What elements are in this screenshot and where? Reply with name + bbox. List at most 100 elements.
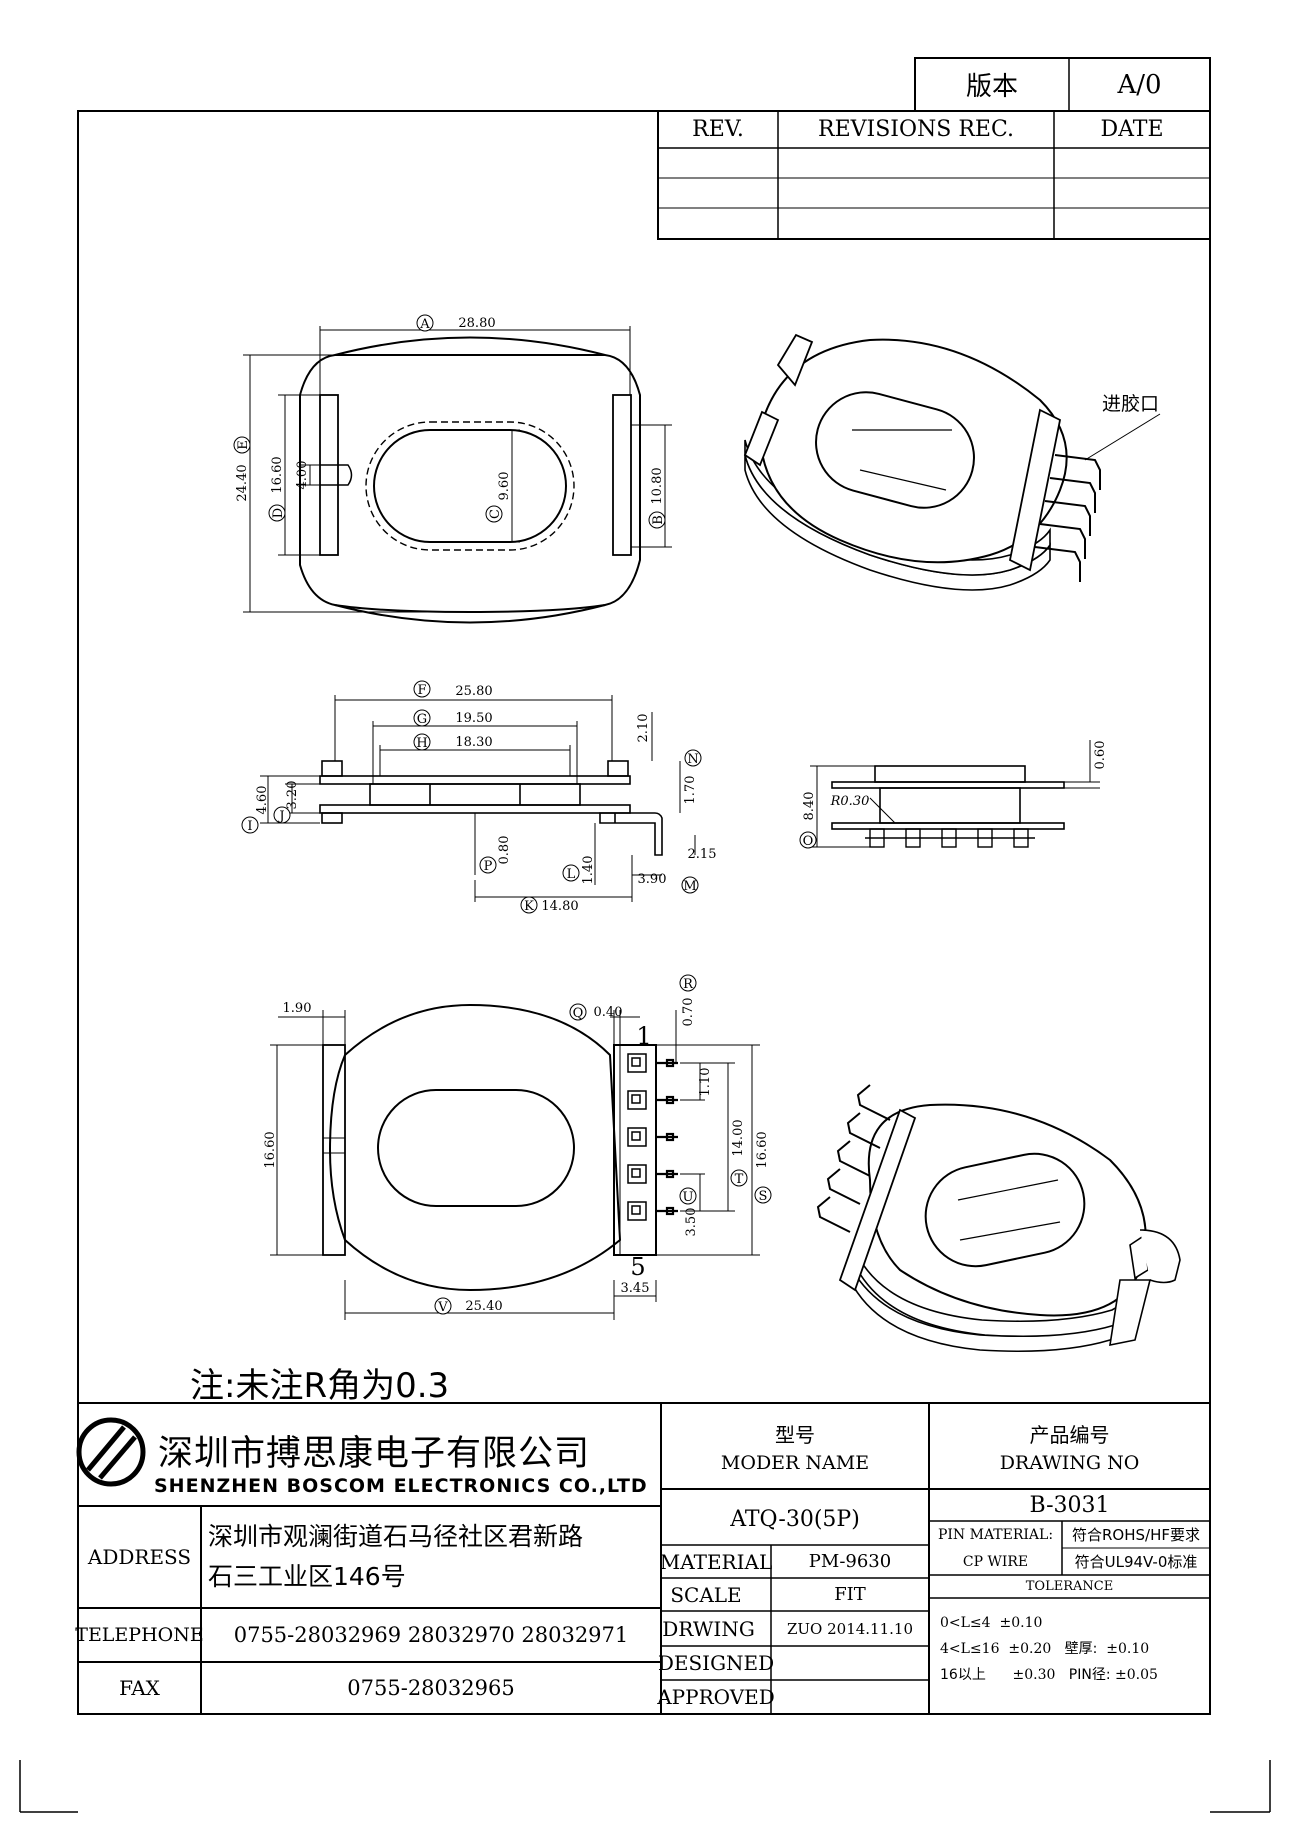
dim-u-value: 3.50 — [684, 1208, 699, 1237]
approved-label: APPROVED — [657, 1685, 775, 1709]
address-line-2: 石三工业区146号 — [208, 1562, 406, 1591]
dim-g-tag: G — [417, 712, 427, 727]
dim-i-value: 4.60 — [255, 786, 270, 815]
wall-label: 壁厚: — [1064, 1641, 1098, 1657]
dim-p-tag: P — [484, 859, 493, 874]
fax-label: FAX — [119, 1676, 160, 1700]
company-name-en: SHENZHEN BOSCOM ELECTRONICS CO.,LTD — [154, 1475, 648, 1497]
dim-d-tag: D — [271, 508, 286, 518]
tol-value-1: ±0.10 — [999, 1615, 1043, 1631]
dim-j-value: 3.20 — [285, 781, 300, 810]
dim-left-value: 1.90 — [283, 1001, 312, 1016]
gate-annotation: 进胶口 — [1102, 393, 1159, 415]
address-line-1: 深圳市观澜街道石马径社区君新路 — [208, 1522, 584, 1551]
version-value: A/0 — [1117, 69, 1162, 100]
tol-range-1: 0<L≤4 — [940, 1615, 991, 1631]
wall-value: ±0.10 — [1106, 1641, 1150, 1657]
dim-q-value: 0.40 — [594, 1005, 623, 1020]
telephone-value: 0755-28032969 28032970 28032971 — [233, 1623, 629, 1647]
dim-radius-value: R0.30 — [830, 794, 870, 809]
model-label-cn: 型号 — [775, 1422, 815, 1447]
dim-t-tag: T — [735, 1172, 744, 1187]
company-name-cn: 深圳市搏思康电子有限公司 — [158, 1434, 591, 1474]
dim-o-tag: O — [803, 834, 814, 849]
pin-1-label: 1 — [636, 1022, 651, 1050]
dim-l-tag: L — [567, 867, 576, 882]
dim-a-tag: A — [419, 317, 430, 332]
dim-m-tag: M — [683, 879, 696, 894]
dim-end-top-value: 0.60 — [1093, 741, 1108, 770]
drawing-note: 注:未注R角为0.3 — [190, 1366, 450, 1406]
dim-o-value: 8.40 — [802, 792, 817, 821]
dim-d-value: 16.60 — [270, 456, 285, 493]
scale-value: FIT — [834, 1584, 866, 1605]
material-label: MATERIAL — [659, 1549, 773, 1574]
dim-b-value: 10.80 — [650, 467, 665, 504]
dim-c-tag: C — [488, 509, 503, 519]
drawing-no-label-en: DRAWING NO — [999, 1452, 1140, 1474]
dim-k-tag: K — [524, 899, 534, 914]
tol-value-3: ±0.30 — [1012, 1667, 1056, 1683]
dim-s-value: 16.60 — [755, 1131, 770, 1168]
fax-value: 0755-28032965 — [347, 1676, 515, 1700]
dim-k-value: 14.80 — [541, 899, 578, 914]
dim-a-value: 28.80 — [458, 316, 495, 331]
dim-height-value: 16.60 — [263, 1131, 278, 1168]
drawing-no-label-cn: 产品编号 — [1029, 1422, 1110, 1447]
dim-p-value: 0.80 — [497, 836, 512, 865]
dim-h-tag: H — [416, 736, 427, 751]
date-header: DATE — [1100, 117, 1164, 142]
drwing-label: DRWING — [662, 1616, 755, 1641]
rev-header: REV. — [692, 117, 744, 142]
pin-material-value: CP WIRE — [962, 1553, 1029, 1570]
dim-t-value: 14.00 — [731, 1119, 746, 1156]
dim-f-tag: F — [417, 683, 426, 698]
drwing-value: ZUO 2014.11.10 — [786, 1619, 913, 1638]
dim-j-tag: J — [277, 809, 284, 824]
dim-f-value: 25.80 — [455, 684, 492, 699]
dim-n-value: 1.70 — [683, 776, 698, 805]
tol-range-2: 4<L≤16 — [940, 1641, 1000, 1657]
dim-h-value: 18.30 — [455, 735, 492, 750]
ul-compliance: 符合UL94V-0标准 — [1074, 1553, 1198, 1571]
telephone-label: TELEPHONE — [75, 1624, 204, 1646]
dim-slot-value: 4.00 — [295, 461, 310, 490]
tol-value-2: ±0.20 — [1008, 1641, 1052, 1657]
dim-b-tag: B — [651, 515, 666, 525]
dim-v-tag: V — [437, 1300, 448, 1315]
dim-l-value: 1.40 — [581, 856, 596, 885]
designed-label: DESIGNED — [657, 1651, 775, 1675]
dim-c-value: 9.60 — [497, 472, 512, 501]
version-label: 版本 — [965, 72, 1018, 102]
company-logo — [78, 1418, 144, 1486]
pin-diameter-label: PIN径: — [1068, 1667, 1111, 1683]
dim-v-value: 25.40 — [465, 1299, 502, 1314]
tolerance-table: 0<L≤4 ±0.10 4<L≤16 ±0.20 壁厚: ±0.10 16以上 … — [940, 1610, 1158, 1688]
dim-pin-h-value: 2.15 — [688, 847, 717, 862]
rohs-compliance: 符合ROHS/HF要求 — [1072, 1526, 1200, 1544]
dim-r-value: 0.70 — [681, 998, 696, 1027]
model-label-en: MODER NAME — [720, 1452, 870, 1474]
dim-s-tag: S — [759, 1189, 768, 1204]
model-value: ATQ-30(5P) — [730, 1506, 860, 1532]
dim-i-tag: I — [247, 819, 252, 834]
address-label: ADDRESS — [87, 1545, 192, 1569]
tol-range-3: 16以上 — [940, 1667, 986, 1683]
address-value: 深圳市观澜街道石马径社区君新路 石三工业区146号 — [208, 1517, 583, 1597]
revisions-rec-header: REVISIONS REC. — [818, 117, 1014, 142]
dim-m-value: 3.90 — [638, 872, 667, 887]
material-value: PM-9630 — [808, 1551, 892, 1572]
dim-g-value: 19.50 — [455, 711, 492, 726]
tolerance-title: TOLERANCE — [1025, 1579, 1114, 1594]
pin-5-label: 5 — [630, 1253, 645, 1281]
scale-label: SCALE — [670, 1582, 742, 1607]
drawing-no-value: B-3031 — [1029, 1492, 1110, 1518]
pin-material-label: PIN MATERIAL: — [937, 1526, 1054, 1543]
dim-pin-out-value: 3.45 — [621, 1281, 650, 1296]
